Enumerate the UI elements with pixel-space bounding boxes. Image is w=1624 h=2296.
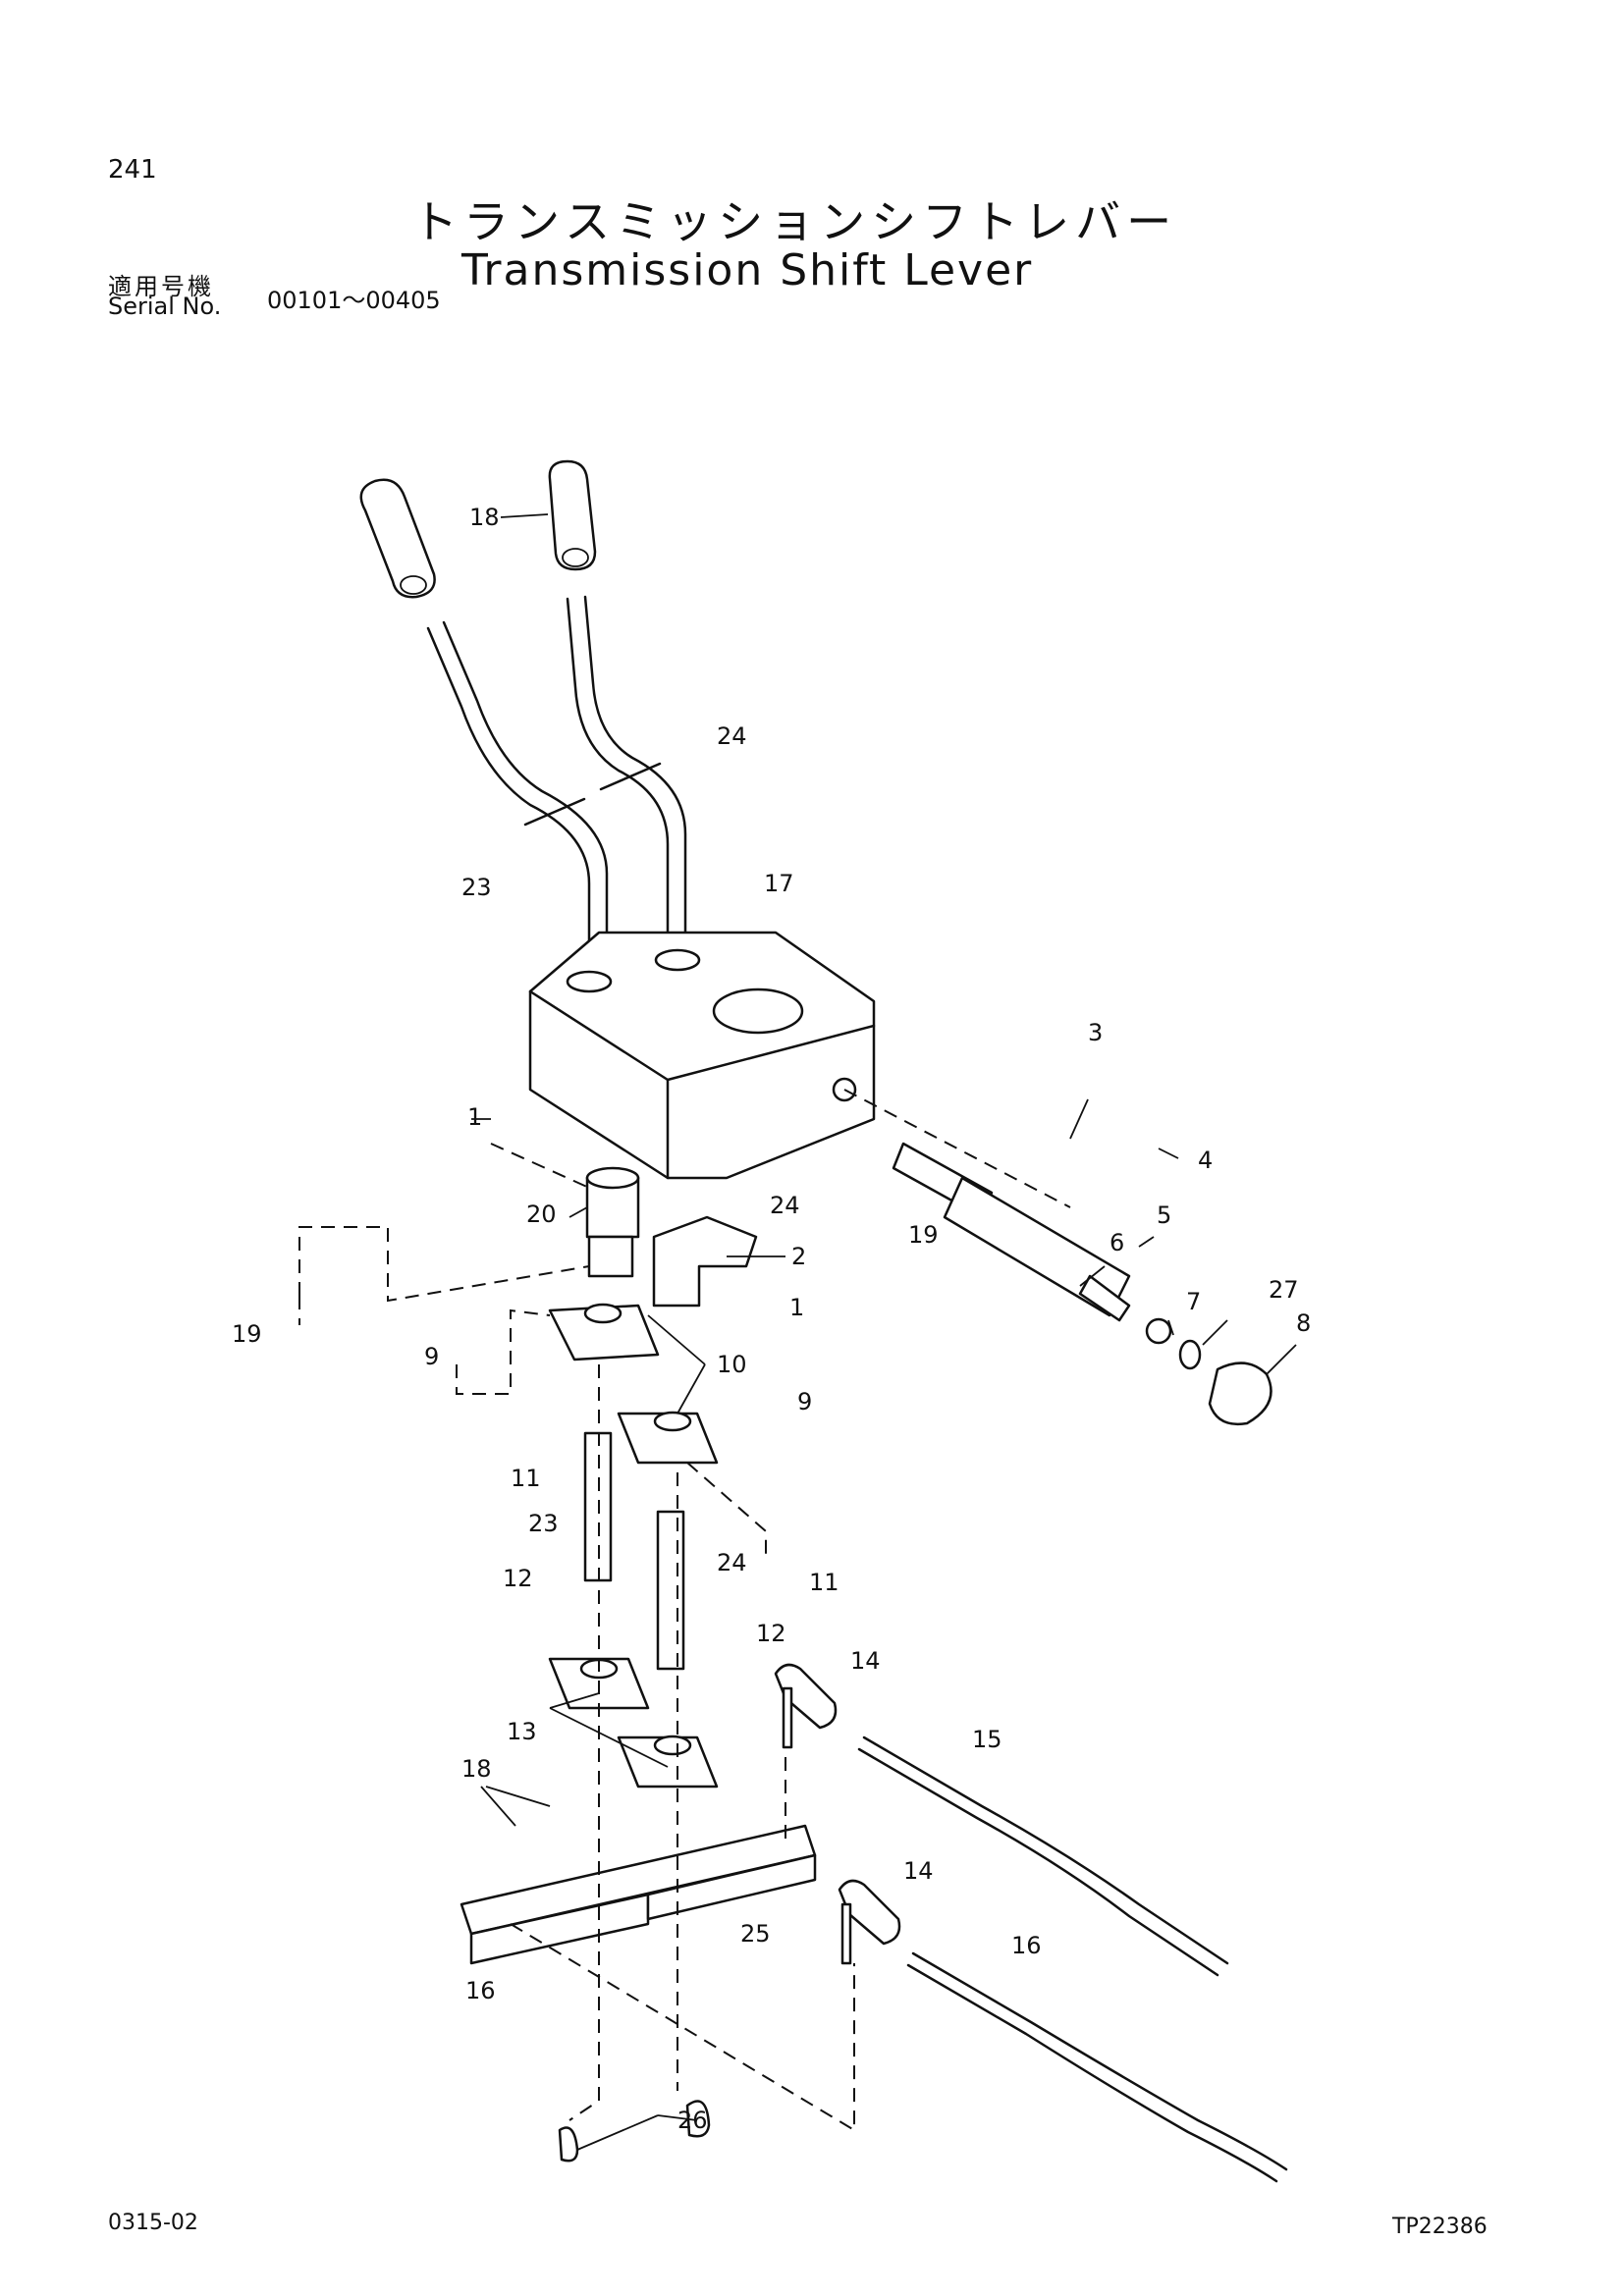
callout-6: 6 (1110, 1229, 1124, 1256)
callout-14a: 14 (850, 1647, 881, 1675)
serial-label-english: Serial No. (108, 293, 222, 320)
bracket-13-lower (617, 1735, 719, 1789)
lever-housing (528, 931, 876, 1180)
callout-10: 10 (717, 1351, 747, 1378)
page-number: 241 (108, 155, 157, 185)
callout-24b: 24 (770, 1192, 800, 1219)
callout-27: 27 (1269, 1276, 1299, 1304)
callout-4: 4 (1198, 1147, 1213, 1174)
shaft-assembly (892, 1142, 1272, 1426)
callout-24a: 24 (717, 722, 747, 750)
callout-1b: 1 (789, 1294, 804, 1321)
cable-17 (906, 1951, 1288, 2183)
lever-24-upper (566, 595, 687, 959)
callout-9a: 9 (424, 1343, 439, 1370)
bracket-10-upper (548, 1303, 660, 1362)
serial-label-japanese: 適用号機 (108, 273, 214, 300)
callout-1a: 1 (467, 1103, 482, 1131)
ball-joint-14-lower (838, 1879, 901, 1965)
callout-13: 13 (507, 1718, 537, 1745)
callout-16: 16 (465, 1977, 496, 2004)
callout-25: 25 (740, 1920, 771, 1948)
callout-3: 3 (1088, 1019, 1103, 1046)
callout-5: 5 (1157, 1201, 1171, 1229)
callout-numbers: 18 24 23 17 3 4 5 6 7 27 8 1 20 24 19 2 … (232, 504, 1311, 2134)
serial-number-range: 00101～00405 (267, 287, 441, 314)
grip-right (548, 459, 597, 571)
callout-23b: 23 (528, 1510, 559, 1537)
callout-20: 20 (526, 1201, 557, 1228)
callout-leaders (471, 513, 1297, 2151)
bracket-10-lower (617, 1411, 719, 1465)
callout-15: 15 (972, 1726, 1002, 1753)
callout-2: 2 (791, 1243, 806, 1270)
arm-2 (652, 1215, 758, 1308)
title-japanese: トランスミッションシフトレバー (412, 195, 1178, 248)
ball-joint-14-upper (774, 1663, 838, 1749)
callout-7: 7 (1186, 1288, 1201, 1315)
callout-24c: 24 (717, 1549, 747, 1576)
grip-left (359, 478, 436, 599)
callout-11b: 11 (809, 1569, 839, 1596)
callout-26: 26 (677, 2107, 708, 2134)
callout-8: 8 (1296, 1309, 1311, 1337)
plate-16-25 (460, 1824, 817, 1965)
callout-12b: 12 (756, 1620, 786, 1647)
key-26 (558, 2100, 711, 2163)
callout-19a: 19 (908, 1221, 939, 1249)
callout-9b: 9 (797, 1388, 812, 1415)
callout-17: 16 (1011, 1932, 1042, 1959)
callout-12a: 12 (503, 1565, 533, 1592)
callout-14b: 14 (903, 1857, 934, 1885)
rod-24-lower (656, 1510, 685, 1671)
document-code: 0315-02 (108, 2211, 198, 2235)
collar-20 (585, 1166, 640, 1278)
callout-23a: 23 (461, 874, 492, 901)
lever-23-upper (426, 620, 609, 974)
callout-21: 17 (764, 870, 794, 897)
dashed-leaders (298, 1089, 1071, 2132)
callout-22: 18 (469, 504, 500, 531)
callout-18: 18 (461, 1755, 492, 1783)
cable-15 (857, 1735, 1229, 1977)
drawing-code: TP22386 (1392, 2215, 1488, 2239)
callout-11a: 11 (511, 1465, 541, 1492)
callout-19b: 19 (232, 1320, 262, 1348)
title-english: Transmission Shift Lever (461, 245, 1034, 295)
